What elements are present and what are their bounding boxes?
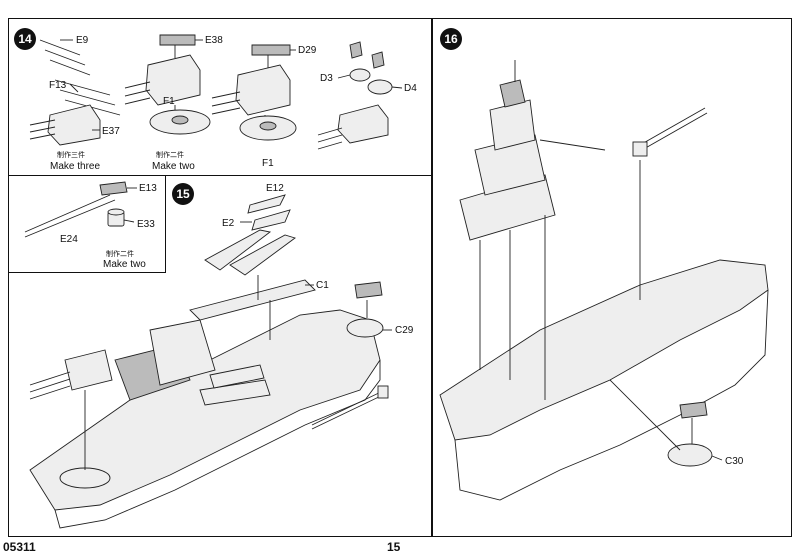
secondary-gun-parts <box>24 181 128 238</box>
part-label-f13: F13 <box>49 80 67 91</box>
leader-lines <box>60 39 723 461</box>
part-label-d3: D3 <box>320 73 333 84</box>
part-label-c30: C30 <box>725 456 744 467</box>
step15-hull <box>29 309 389 529</box>
part-label-e33: E33 <box>137 219 155 230</box>
step-16-marker: 16 <box>440 28 462 50</box>
triple-turret-exploded <box>29 39 121 146</box>
step16-frame <box>432 18 792 537</box>
part-label-e38: E38 <box>205 35 223 46</box>
page-number: 15 <box>387 540 401 554</box>
step-14-marker: 14 <box>14 28 36 50</box>
part-label-f1-b: F1 <box>262 158 274 169</box>
part-label-e24: E24 <box>60 234 78 245</box>
step15-frame <box>8 175 432 537</box>
kit-code: 05311 <box>3 540 36 554</box>
note-cn-make-two: 制作二件 <box>156 151 184 159</box>
step-15-marker: 15 <box>172 183 194 205</box>
step15-boats <box>189 194 316 340</box>
part-label-d29: D29 <box>298 45 317 56</box>
turret-assembly-2 <box>211 44 297 141</box>
step16-hull <box>439 60 769 501</box>
note-make-two: Make two <box>152 161 195 172</box>
part-label-c1: C1 <box>316 280 329 291</box>
note-make-three: Make three <box>50 161 101 172</box>
turret-assembly-1 <box>124 34 211 135</box>
part-label-e2: E2 <box>222 218 235 229</box>
part-label-e12: E12 <box>266 183 284 194</box>
note-cn-make-three: 制作三件 <box>57 151 85 159</box>
note-cn-substep: 制作二件 <box>106 250 134 258</box>
step15-aa-mount <box>346 281 384 338</box>
part-label-e37: E37 <box>102 126 120 137</box>
part-label-c29: C29 <box>395 325 414 336</box>
step14-frame <box>8 18 432 176</box>
turret-assembly-3 <box>317 41 393 150</box>
note-substep-make-two: Make two <box>103 259 146 270</box>
part-label-d4: D4 <box>404 83 417 94</box>
part-label-e13: E13 <box>139 183 157 194</box>
part-label-e9: E9 <box>76 35 89 46</box>
part-label-f1-a: F1 <box>163 96 175 107</box>
